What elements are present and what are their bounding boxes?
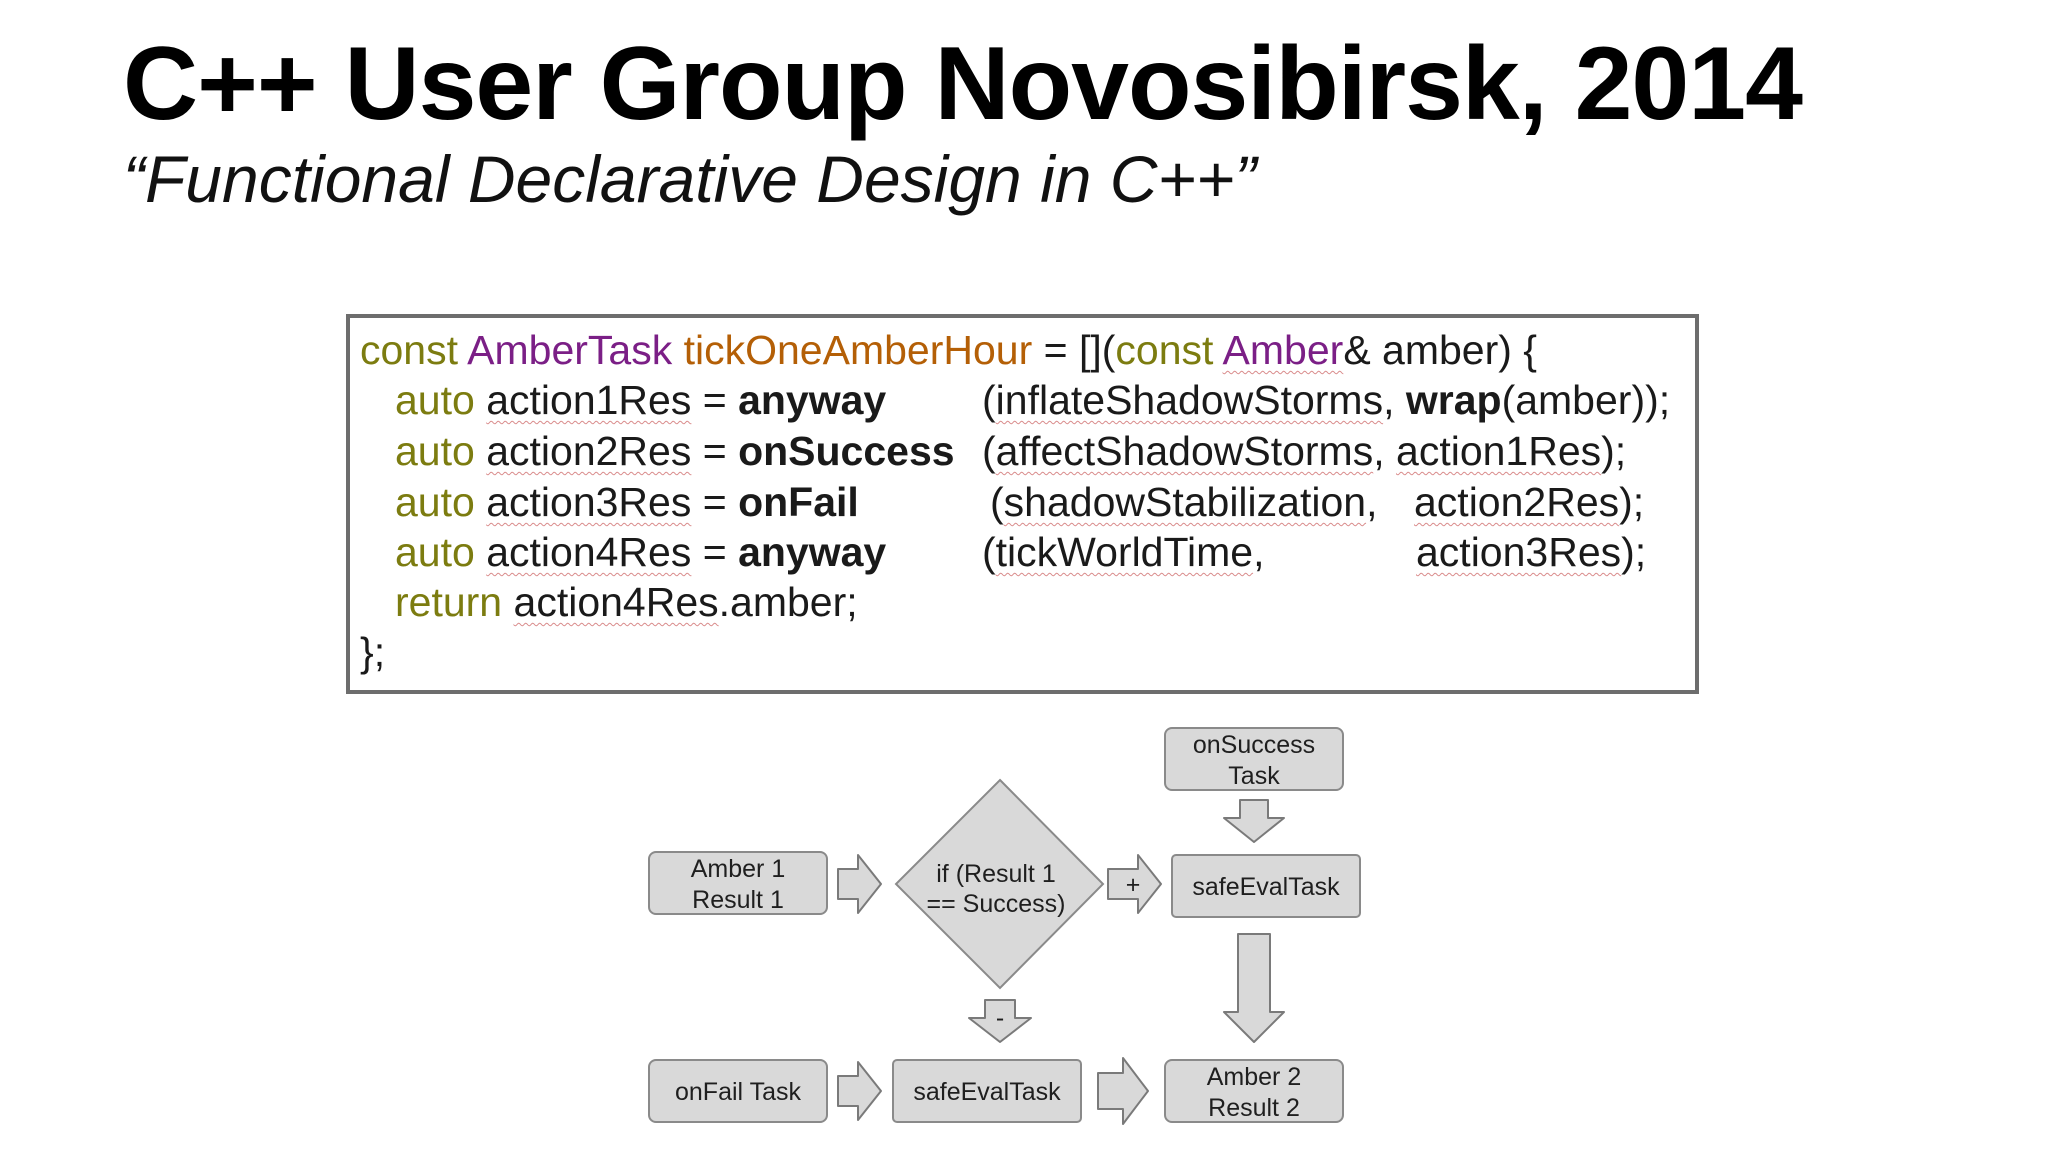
code-line-4-args: (shadowStabilization, [990, 482, 1377, 523]
condition-label-line1: if (Result 1 [936, 860, 1055, 888]
action-name: shadowStabilization [1003, 479, 1367, 525]
arrow-down-icon [1223, 799, 1285, 843]
paren-open: ( [990, 479, 1004, 525]
assign-op: = [691, 377, 739, 423]
assign-op: = [691, 529, 739, 575]
code-block: const AmberTask tickOneAmberHour = [](co… [346, 314, 1699, 694]
arg-separator: , [1253, 529, 1265, 575]
keyword-const-param: const [1115, 327, 1214, 373]
action-name: tickWorldTime [995, 529, 1254, 575]
slide-subtitle: “Functional Declarative Design in C++” [123, 142, 1257, 216]
node-label-line2: Task [1228, 762, 1280, 790]
plus-arrow: + [1107, 854, 1162, 914]
paren-open: ( [982, 428, 996, 474]
keyword-auto: auto [395, 479, 475, 525]
code-line-5-args: (tickWorldTime, [982, 532, 1264, 573]
amber-result-2-node: Amber 2 Result 2 [1164, 1059, 1344, 1123]
argument-name: action3Res [1416, 529, 1622, 575]
wrap-function: wrap [1405, 377, 1502, 423]
code-line-5-arg2: action3Res); [1416, 532, 1646, 573]
variable-name: action4Res [513, 579, 719, 625]
combinator-name: anyway [738, 377, 887, 423]
lambda-open: = []( [1032, 327, 1116, 373]
condition-label-line2: == Success) [927, 890, 1066, 918]
variable-name: action4Res [486, 529, 692, 575]
action-name: inflateShadowStorms [995, 377, 1384, 423]
arrow-right-icon [837, 854, 882, 914]
arg-separator: , [1383, 377, 1406, 423]
condition-diamond: if (Result 1 == Success) [894, 778, 1105, 990]
action-name: affectShadowStorms [995, 428, 1374, 474]
code-line-4-arg2: action2Res); [1414, 482, 1644, 523]
function-name: tickOneAmberHour [683, 327, 1033, 373]
assign-op: = [691, 479, 739, 525]
safe-eval-task-top-node: safeEvalTask [1171, 854, 1361, 918]
code-line-1: const AmberTask tickOneAmberHour = [](co… [360, 330, 1537, 371]
node-label-line1: onSuccess [1193, 731, 1315, 759]
variable-name: action3Res [486, 479, 692, 525]
node-label: safeEvalTask [1192, 873, 1340, 901]
keyword-auto: auto [395, 428, 475, 474]
safe-eval-task-bottom-node: safeEvalTask [892, 1059, 1082, 1123]
code-line-3: auto action2Res = onSuccess [395, 431, 955, 472]
node-label-line1: Amber 2 [1207, 1063, 1301, 1091]
arrow-down-icon [1223, 933, 1285, 1043]
code-line-6: return action4Res.amber; [395, 582, 858, 623]
assign-op: = [691, 428, 739, 474]
on-success-task-node: onSuccess Task [1164, 727, 1344, 791]
keyword-auto: auto [395, 529, 475, 575]
keyword-return: return [395, 579, 503, 625]
combinator-name: onFail [738, 479, 859, 525]
line-tail: ); [1601, 428, 1627, 474]
keyword-auto: auto [395, 377, 475, 423]
line-tail: (amber)); [1501, 377, 1671, 423]
minus-label: - [996, 1004, 1004, 1032]
arg-separator: , [1366, 479, 1378, 525]
argument-name: action2Res [1414, 479, 1620, 525]
node-label-line2: Result 1 [692, 886, 784, 914]
combinator-name: anyway [738, 529, 887, 575]
node-label: safeEvalTask [913, 1078, 1061, 1106]
amber-result-1-node: Amber 1 Result 1 [648, 851, 828, 915]
slide-title: C++ User Group Novosibirsk, 2014 [123, 26, 1803, 142]
code-line-3-args: (affectShadowStorms, action1Res); [982, 431, 1626, 472]
code-line-5: auto action4Res = anyway [395, 532, 886, 573]
code-line-2-args: (inflateShadowStorms, wrap(amber)); [982, 380, 1670, 421]
node-label: onFail Task [675, 1078, 801, 1106]
arrow-right-icon [837, 1061, 882, 1121]
variable-name: action2Res [486, 428, 692, 474]
param-rest: & amber) { [1343, 327, 1538, 373]
type-name: AmberTask [467, 327, 673, 373]
on-fail-task-node: onFail Task [648, 1059, 828, 1123]
line-tail: .amber; [718, 579, 858, 625]
param-type: Amber [1222, 327, 1344, 373]
line-tail: ); [1619, 479, 1645, 525]
paren-open: ( [982, 529, 996, 575]
plus-label: + [1126, 871, 1141, 899]
code-line-7: }; [360, 629, 386, 675]
keyword-const: const [360, 327, 458, 373]
node-label-line2: Result 2 [1208, 1094, 1300, 1122]
argument-name: action1Res [1396, 428, 1602, 474]
arrow-right-icon [1097, 1057, 1149, 1125]
minus-arrow: - [968, 999, 1032, 1043]
line-tail: ); [1621, 529, 1647, 575]
code-line-4: auto action3Res = onFail [395, 482, 859, 523]
arg-separator: , [1373, 428, 1397, 474]
variable-name: action1Res [486, 377, 692, 423]
code-line-2: auto action1Res = anyway [395, 380, 886, 421]
combinator-name: onSuccess [738, 428, 955, 474]
node-label-line1: Amber 1 [691, 855, 785, 883]
paren-open: ( [982, 377, 996, 423]
